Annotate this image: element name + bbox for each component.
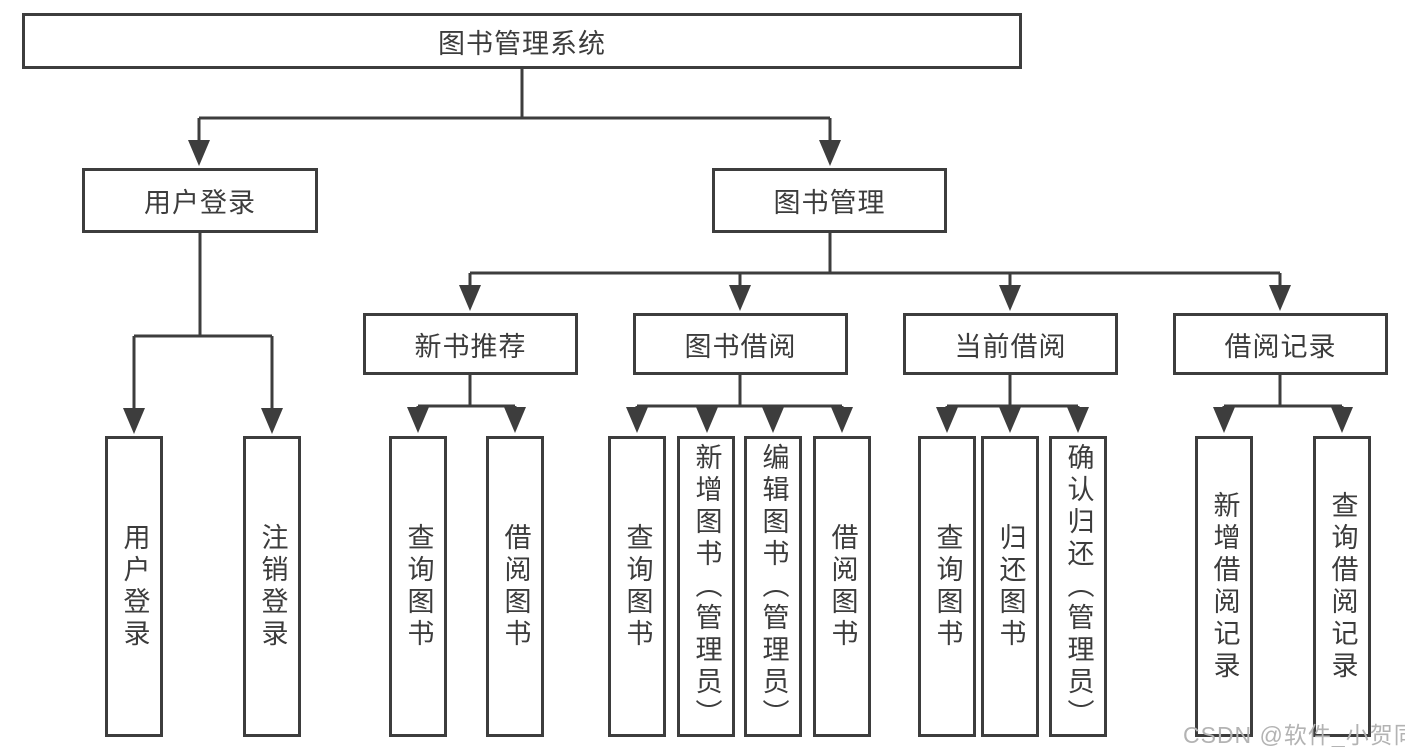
leaf-cb-query-books-label: 查询图书 [932, 522, 963, 651]
leaf-bb-add-books-admin-label: 新增图书（管理员） [691, 442, 722, 731]
arrowheads [123, 140, 1353, 434]
leaf-bb-add-books-admin: 新增图书（管理员） [677, 436, 735, 737]
leaf-logout-label: 注销登录 [257, 522, 288, 651]
leaf-cb-confirm-return-admin-label: 确认归还（管理员） [1063, 442, 1094, 731]
node-current-borrowing: 当前借阅 [903, 313, 1118, 375]
leaf-user-login-label: 用户登录 [119, 522, 150, 651]
node-book-management: 图书管理 [712, 168, 947, 233]
leaf-logout: 注销登录 [243, 436, 301, 737]
node-book-management-label: 图书管理 [773, 188, 886, 218]
node-book-borrowing: 图书借阅 [633, 313, 848, 375]
leaf-br-add-record: 新增借阅记录 [1195, 436, 1253, 737]
leaf-bb-query-books-label: 查询图书 [622, 522, 653, 651]
leaf-bb-query-books: 查询图书 [608, 436, 666, 737]
node-user-login: 用户登录 [82, 168, 318, 233]
leaf-cb-confirm-return-admin: 确认归还（管理员） [1049, 436, 1107, 737]
node-root: 图书管理系统 [22, 13, 1022, 69]
node-user-login-label: 用户登录 [144, 188, 256, 218]
leaf-cb-return-books-label: 归还图书 [995, 522, 1026, 651]
leaf-bb-borrow-books-label: 借阅图书 [827, 522, 858, 651]
leaf-nb-borrow-books: 借阅图书 [486, 436, 544, 737]
node-new-book-recommend-label: 新书推荐 [414, 331, 527, 362]
watermark-text: CSDN @软件_小贺同学 [1183, 722, 1405, 747]
node-new-book-recommend: 新书推荐 [363, 313, 578, 375]
leaf-bb-edit-books-admin-label: 编辑图书（管理员） [758, 442, 789, 731]
leaf-br-query-record: 查询借阅记录 [1313, 436, 1371, 737]
node-borrowing-records: 借阅记录 [1173, 313, 1388, 375]
node-current-borrowing-label: 当前借阅 [954, 331, 1067, 362]
leaf-nb-query-books: 查询图书 [389, 436, 447, 737]
leaf-bb-edit-books-admin: 编辑图书（管理员） [744, 436, 802, 737]
leaf-cb-query-books: 查询图书 [918, 436, 976, 737]
node-book-borrowing-label: 图书借阅 [684, 331, 797, 362]
leaf-user-login: 用户登录 [105, 436, 163, 737]
node-borrowing-records-label: 借阅记录 [1224, 331, 1337, 362]
leaf-br-query-record-label: 查询借阅记录 [1327, 490, 1358, 683]
leaf-nb-query-books-label: 查询图书 [403, 522, 434, 651]
leaf-bb-borrow-books: 借阅图书 [813, 436, 871, 737]
leaf-nb-borrow-books-label: 借阅图书 [500, 522, 531, 651]
leaf-cb-return-books: 归还图书 [981, 436, 1039, 737]
node-root-label: 图书管理系统 [438, 28, 606, 59]
leaf-br-add-record-label: 新增借阅记录 [1209, 490, 1240, 683]
